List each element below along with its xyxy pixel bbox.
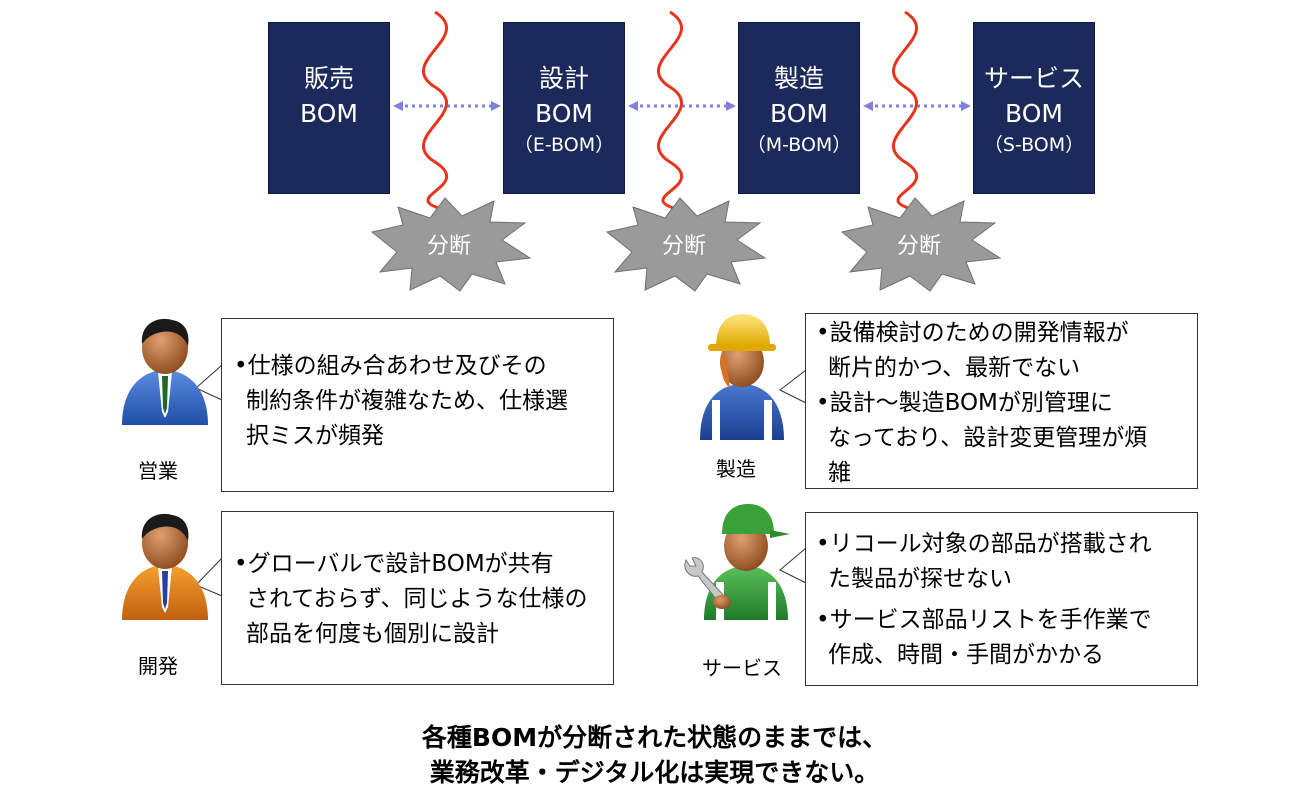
break-bursts — [370, 197, 1002, 292]
bom-code: （E-BOM） — [513, 134, 615, 156]
callout-line: •サービス部品リストを手作業で — [816, 607, 1152, 633]
developer-person-icon — [122, 513, 208, 620]
bom-box-engineering: 設計 BOM （E-BOM） — [503, 22, 625, 194]
callout-line: 断片的かつ、最新でない — [828, 355, 1081, 381]
bom-code: （M-BOM） — [746, 134, 852, 156]
callout-line: た製品が探せない — [828, 566, 1012, 592]
callout-line: 部品を何度も個別に設計 — [246, 621, 499, 647]
disconnect-waves — [421, 10, 919, 212]
callout-line: 制約条件が複雑なため、仕様選 — [246, 388, 568, 414]
break-label-3: 分断 — [896, 234, 941, 259]
callout-line: 択ミスが頻発 — [246, 423, 384, 449]
bom-subtitle: BOM — [770, 99, 828, 128]
callout-line: 作成、時間・手間がかかる — [828, 642, 1104, 668]
bom-box-sales: 販売 BOM — [268, 22, 390, 194]
callout-line: なっており、設計変更管理が煩 — [828, 425, 1148, 451]
bom-subtitle: BOM — [535, 99, 593, 128]
callout-line: •設計～製造BOMが別管理に — [816, 390, 1113, 416]
bom-box-manufacturing: 製造 BOM （M-BOM） — [738, 22, 860, 194]
break-label-2: 分断 — [661, 234, 706, 259]
callout-line: •設備検討のための開発情報が — [816, 320, 1129, 346]
bom-code: （S-BOM） — [983, 134, 1085, 156]
callout-sales: •仕様の組み合あわせ及びその 制約条件が複雑なため、仕様選 択ミスが頻発 — [221, 318, 614, 492]
service-worker-icon — [684, 504, 790, 620]
role-label-sales: 営業 — [138, 459, 178, 483]
wrench-icon — [684, 557, 727, 605]
callout-manufacturing: •設備検討のための開発情報が 断片的かつ、最新でない •設計～製造BOMが別管理… — [805, 313, 1198, 489]
callout-development: •グローバルで設計BOMが共有 されておらず、同じような仕様の 部品を何度も個別… — [221, 511, 614, 685]
break-label-1: 分断 — [426, 234, 471, 259]
factory-worker-icon — [700, 314, 784, 440]
callout-line: •仕様の組み合あわせ及びその — [234, 353, 547, 379]
conclusion-line-1: 各種BOMが分断された状態のままでは、 — [421, 723, 888, 752]
callout-line: •リコール対象の部品が搭載され — [816, 531, 1152, 557]
bom-title: 製造 — [773, 64, 824, 93]
callout-line: 雑 — [828, 460, 851, 486]
bom-subtitle: BOM — [1005, 99, 1063, 128]
bom-title: 販売 — [303, 64, 354, 93]
callout-line: •グローバルで設計BOMが共有 — [234, 551, 554, 577]
callout-service: •リコール対象の部品が搭載され た製品が探せない •サービス部品リストを手作業で… — [805, 512, 1198, 686]
bom-box-service: サービス BOM （S-BOM） — [973, 22, 1095, 194]
sales-person-icon — [122, 318, 208, 425]
role-label-development: 開発 — [138, 654, 178, 678]
bom-title: サービス — [983, 64, 1084, 93]
callout-line: されておらず、同じような仕様の — [246, 586, 588, 612]
role-label-manufacturing: 製造 — [716, 457, 756, 481]
conclusion-line-2: 業務改革・デジタル化は実現できない。 — [429, 758, 880, 787]
bom-subtitle: BOM — [300, 99, 358, 128]
bom-title: 設計 — [538, 64, 589, 93]
role-label-service: サービス — [702, 656, 782, 680]
